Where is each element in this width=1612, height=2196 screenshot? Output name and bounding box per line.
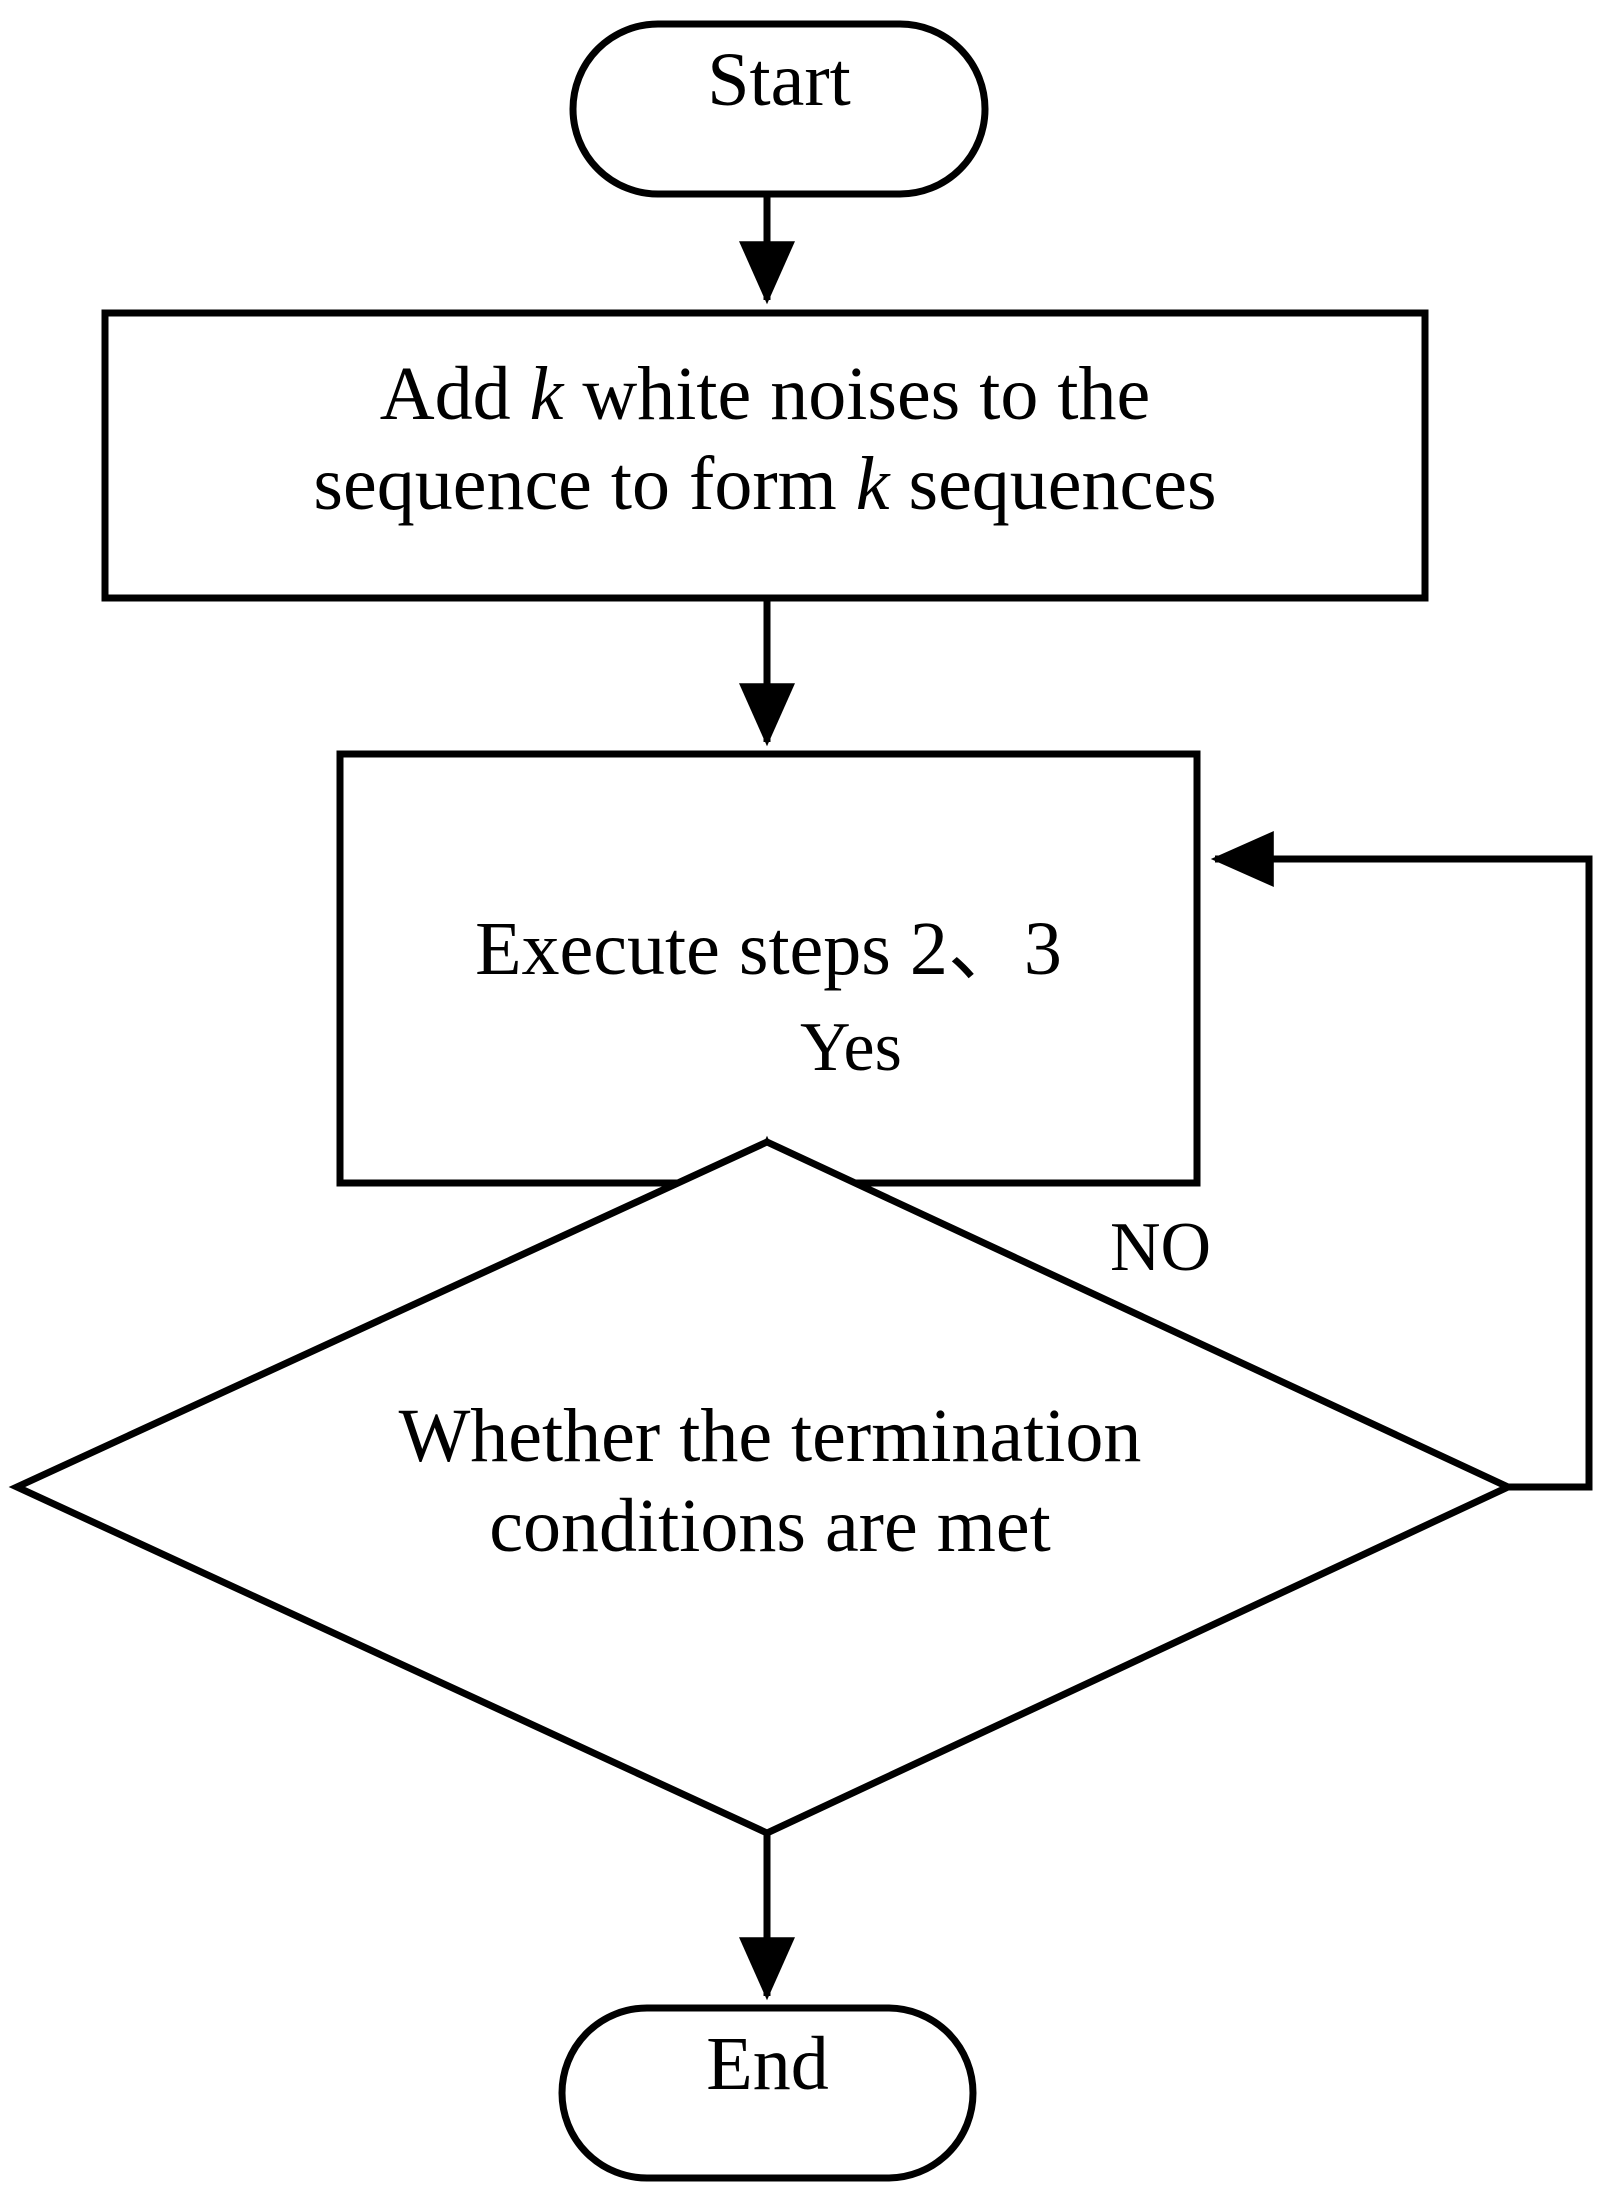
node-start-shape[interactable]: [569, 20, 989, 198]
edge-label-no: NO: [1110, 1209, 1212, 1286]
edge-decision-no-loop: [1210, 831, 1593, 1491]
edge-label-yes: Yes: [800, 1009, 902, 1086]
node-process2-shape[interactable]: [336, 750, 1201, 1187]
node-end-shape[interactable]: [558, 2004, 977, 2182]
node-process1-shape[interactable]: [101, 309, 1429, 602]
